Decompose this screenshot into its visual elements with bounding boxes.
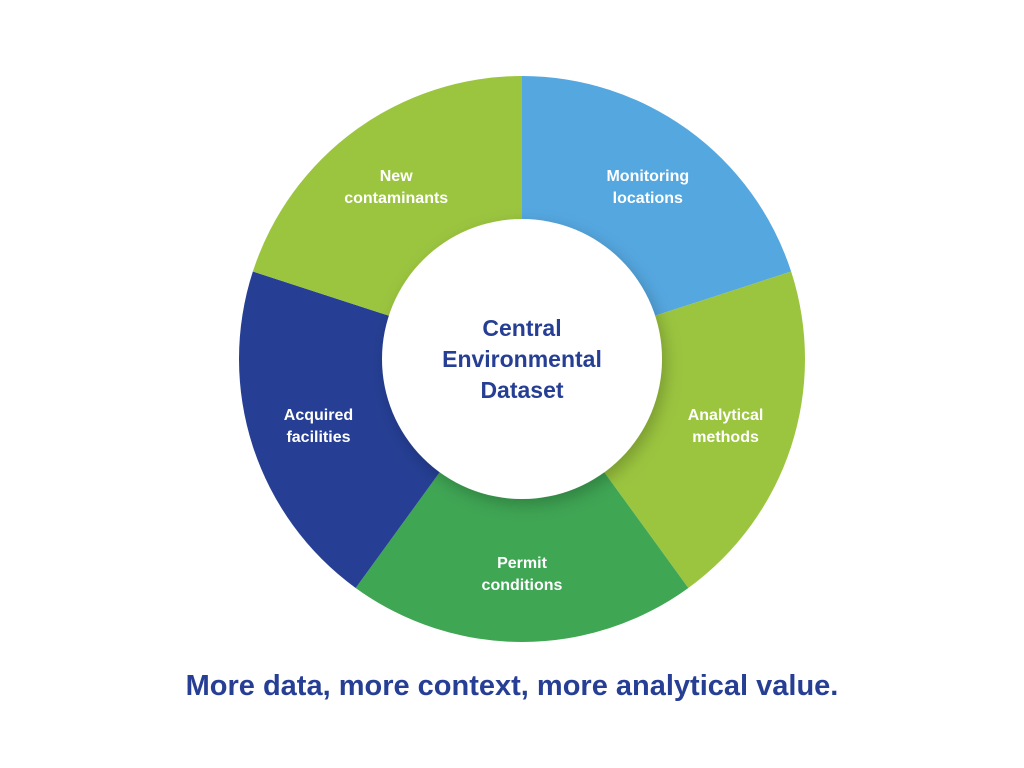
segment-acquired-facilities-label: Acquired facilities: [284, 407, 353, 446]
segment-analytical-methods-label-line: Analytical: [688, 407, 764, 424]
segment-new-contaminants-label-line: New: [380, 168, 413, 185]
segment-acquired-facilities-label-line: Acquired: [284, 407, 353, 424]
segment-analytical-methods-label-line: methods: [692, 429, 759, 446]
segment-monitoring-locations-label: Monitoring locations: [606, 168, 689, 207]
segment-monitoring-locations-label-line: locations: [613, 190, 683, 207]
segment-permit-conditions-label-line: Permit: [497, 555, 547, 572]
central-dataset-label-line: Central: [482, 315, 561, 341]
segment-analytical-methods-label: Analytical methods: [688, 407, 764, 446]
central-dataset-label-line: Dataset: [480, 377, 563, 403]
segment-new-contaminants-label-line: contaminants: [344, 190, 448, 207]
segment-permit-conditions: [355, 359, 689, 642]
tagline: More data, more context, more analytical…: [185, 670, 839, 702]
segment-permit-conditions-label: Permit conditions: [482, 555, 563, 594]
segment-permit-conditions-label-line: conditions: [482, 577, 563, 594]
segment-new-contaminants-label: New contaminants: [344, 168, 448, 207]
central-dataset-label-line: Environmental: [442, 346, 602, 372]
segment-monitoring-locations-label-line: Monitoring: [606, 168, 689, 185]
central-hub: [382, 219, 662, 499]
segment-acquired-facilities-label-line: facilities: [286, 429, 350, 446]
